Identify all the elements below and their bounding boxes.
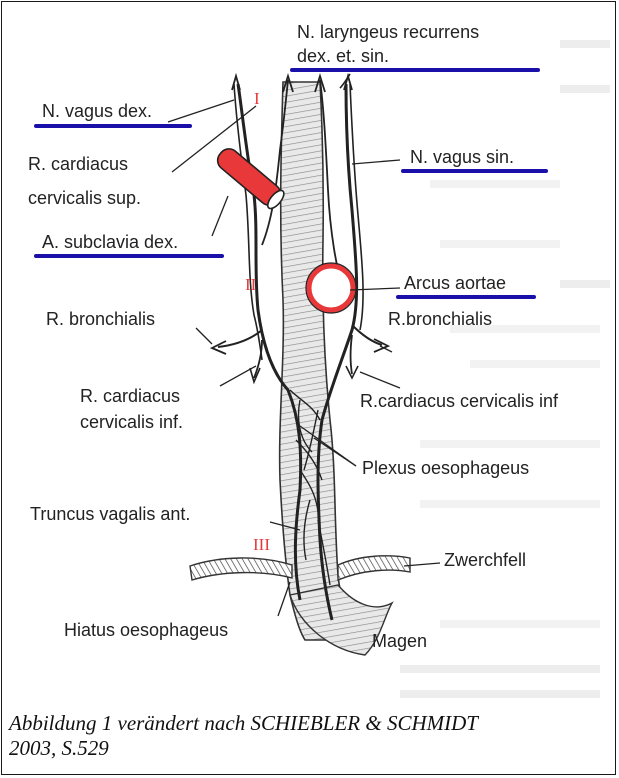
diaphragm-left [190,558,292,580]
label-r-cardiacus-cervicalis-inf-right: R.cardiacus cervicalis inf [360,391,559,411]
label-n-laryngeus-recurrens-line1: N. laryngeus recurrens [297,22,479,42]
caption-line-1: Abbildung 1 verändert nach SCHIEBLER & S… [9,711,609,736]
label-n-vagus-sin: N. vagus sin. [410,147,514,167]
label-r-cardiacus-cervicalis-inf-line2: cervicalis inf. [80,412,183,432]
arrow-vagus-sin-top [344,76,352,90]
roman-marker-three: III [253,535,270,554]
label-r-cardiacus-cervicalis-sup-line1: R. cardiacus [28,154,128,174]
diaphragm-right [338,556,410,580]
arcus-aortae-ring [309,266,353,310]
r-cardiacus-inf-right-branch [351,335,353,374]
label-r-bronchialis-left: R. bronchialis [46,309,155,329]
arrow-vagus-dex-top [232,76,240,90]
label-arcus-aortae: Arcus aortae [404,273,506,293]
label-hiatus-oesophageus: Hiatus oesophageus [64,620,228,640]
roman-marker-two: II [245,275,257,294]
label-truncus-vagalis-ant: Truncus vagalis ant. [30,504,190,524]
label-n-vagus-dex: N. vagus dex. [42,101,152,121]
label-a-subclavia-dex: A. subclavia dex. [42,232,178,252]
label-magen: Magen [372,631,427,651]
r-bronchialis-right-branch [352,325,382,345]
label-n-laryngeus-recurrens-line2: dex. et. sin. [297,46,389,66]
caption-line-2: 2003, S.529 [9,736,609,761]
background-ghost-text [400,40,610,698]
label-plexus-oesophageus: Plexus oesophageus [362,458,529,478]
r-bronchialis-left-branch [218,330,262,347]
figure-caption: Abbildung 1 verändert nach SCHIEBLER & S… [9,711,609,761]
label-r-bronchialis-right: R.bronchialis [388,309,492,329]
label-r-cardiacus-cervicalis-sup-line2: cervicalis sup. [28,188,141,208]
label-zwerchfell: Zwerchfell [444,550,526,570]
roman-marker-one: I [254,89,260,108]
label-r-cardiacus-cervicalis-inf-line1: R. cardiacus [80,386,180,406]
a-subclavia-dex-vessel [214,145,287,211]
